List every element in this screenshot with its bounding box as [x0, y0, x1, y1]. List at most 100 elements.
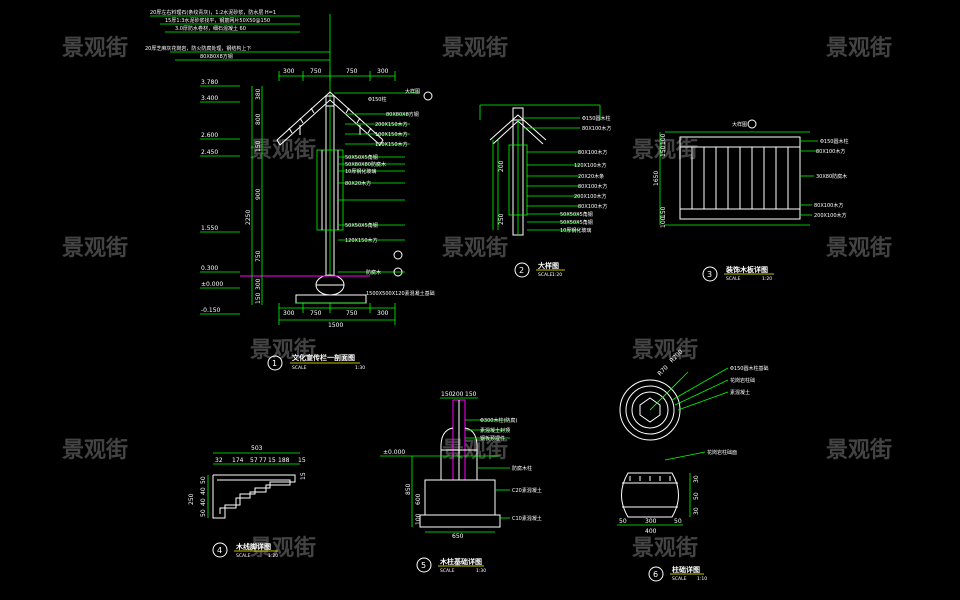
callout-label: 80X100木方: [814, 202, 843, 209]
callout-label: 80X100木方: [582, 125, 611, 132]
scale-value: 1:10: [697, 576, 707, 582]
drawing-2-detail: Φ150圆木柱 80X100木方 80X100木方 120X100木方 20X2…: [479, 104, 611, 278]
elevation-label: 3.400: [201, 95, 218, 102]
callout-group: Φ150圆木柱基础 花岗岩柱础 素混凝土 花岗岩柱础面: [664, 365, 768, 461]
elevation-label: ±0.000: [201, 281, 223, 288]
dim-label: 30: [693, 507, 700, 515]
watermark-text: 景观街: [632, 337, 698, 363]
dim-label: 188: [278, 457, 290, 464]
dim-label: 50: [200, 476, 207, 484]
callout-label: Φ150柱: [368, 96, 386, 103]
drawing-number: 2: [519, 266, 524, 275]
dim-label: 750: [346, 68, 358, 75]
elevation-label: 2.450: [201, 149, 218, 156]
dim-label: 150: [660, 206, 667, 218]
scale-value: 1:20: [268, 553, 278, 559]
dim-label: 1650: [653, 171, 660, 186]
dim-label: 600: [415, 493, 422, 505]
callout-label: 20X20木条: [578, 173, 604, 180]
callout-label: 50X50X5角钢: [560, 219, 593, 226]
elevation-label: 3.780: [201, 79, 218, 86]
callout-label: 80X100木方: [578, 203, 607, 210]
scale-value: 1:20: [552, 272, 562, 278]
scale-label: SCALE: [440, 568, 455, 574]
watermark-text: 景观街: [826, 235, 892, 261]
dim-label: 200: [452, 391, 464, 398]
callout-label: 50X50X5角钢: [345, 154, 378, 161]
watermark-text: 景观街: [442, 235, 508, 261]
elevation-label: 1.550: [201, 225, 218, 232]
drawing-title: 文化宣传栏一剖面图: [292, 353, 355, 362]
watermark-text: 景观街: [826, 437, 892, 463]
watermark-text: 景观街: [62, 437, 128, 463]
top-note: 80X80X8方钢: [200, 53, 233, 60]
callout-label: Φ150圆木柱: [820, 138, 848, 145]
dim-label: 300: [645, 518, 657, 525]
scale-value: 1:30: [476, 568, 486, 574]
dim-label: 40: [200, 498, 207, 506]
callout-label: Φ150圆木柱: [582, 115, 610, 122]
dim-label: 800: [255, 113, 262, 125]
callout-label: 10厚钢化玻璃: [560, 227, 591, 234]
dim-label: 650: [452, 533, 464, 540]
drawing-number: 1: [272, 359, 277, 368]
dim-label: 50: [200, 509, 207, 517]
dim-label: 100: [415, 513, 422, 525]
elevation-label: 2.600: [201, 132, 218, 139]
callout-label: 防腐木: [366, 269, 381, 276]
dim-label: 503: [251, 445, 263, 452]
callout-label: 素混凝土: [730, 389, 750, 396]
elevation-label: -0.150: [201, 307, 221, 314]
drawing-title: 木线脚详图: [235, 542, 271, 551]
callout-label: 50X80X80防腐木: [345, 161, 386, 168]
top-note: 20厚芝麻灰花岗岩，防火防腐处理，钢结构上下: [145, 45, 251, 52]
callout-label: Φ150圆木柱基础: [730, 365, 768, 372]
dim-label: 750: [255, 250, 262, 262]
callout-label: 50X50X5角钢: [560, 211, 593, 218]
dim-label: 250: [498, 213, 505, 225]
dim-label: 750: [310, 310, 322, 317]
callout-label: 50X50X5角钢: [345, 222, 378, 229]
callout-label: 80X80X8方钢: [386, 111, 419, 118]
scale-label: SCALE: [292, 365, 307, 371]
callout-label: 200X100木方: [814, 212, 847, 219]
scale-value: 1:30: [355, 365, 365, 371]
watermark-text: 景观街: [250, 337, 316, 363]
dim-label: R70: [656, 364, 669, 377]
drawing-number: 5: [421, 561, 426, 570]
dim-label: 32: [215, 457, 223, 464]
watermark-text: 景观街: [826, 35, 892, 61]
board-slats: [691, 147, 789, 209]
callout-label: 200X100木方: [574, 193, 607, 200]
top-note: 15厚1:3水泥砂浆找平，钢筋网片50X50@150: [165, 17, 270, 24]
dim-label: 150: [465, 391, 477, 398]
callout-label: 80X100木方: [578, 183, 607, 190]
callout-group: Φ150圆木柱 80X100木方 80X100木方 120X100木方 20X2…: [523, 115, 611, 234]
dim-label: 300: [377, 68, 389, 75]
drawing-number: 4: [217, 546, 222, 555]
watermark-layer: 景观街 景观街 景观街 景观街 景观街 景观街 景观街 景观街 景观街 景观街 …: [62, 35, 892, 561]
base-note: 1500X500X120素混凝土基础: [366, 290, 435, 297]
dim-label: 100: [660, 133, 667, 145]
dim-label: 380: [255, 88, 262, 100]
drawing-number: 6: [653, 570, 658, 579]
callout-label: 120X150木方: [375, 141, 408, 148]
dim-label: 50: [693, 492, 700, 500]
callout-label: 80X20木方: [345, 180, 371, 187]
callout-label: 30X80防腐木: [816, 173, 847, 180]
watermark-text: 景观街: [632, 535, 698, 561]
callout-label: 80X100木方: [578, 149, 607, 156]
callout-label: 80X100木方: [816, 148, 845, 155]
dim-label: 750: [310, 68, 322, 75]
elevation-label: ±0.000: [383, 449, 405, 456]
callout-label: 防腐木柱: [512, 465, 532, 472]
dim-label: 40: [200, 487, 207, 495]
callout-label: 花岗岩柱础: [730, 377, 755, 384]
drawing-4-molding: 503 32 174 57 77 15 188 15 250 50 40 40 …: [188, 445, 307, 559]
callout-group: 大样图 Φ150柱 80X80X8方钢 200X150木方 100X150木方 …: [334, 88, 435, 297]
drawing-3-board: 1650 100 150 150 100 大样图 Φ150圆木柱 80X100木…: [653, 119, 848, 282]
dim-label: 300: [283, 68, 295, 75]
dim-label: 200: [498, 160, 505, 172]
watermark-text: 景观街: [250, 137, 316, 163]
